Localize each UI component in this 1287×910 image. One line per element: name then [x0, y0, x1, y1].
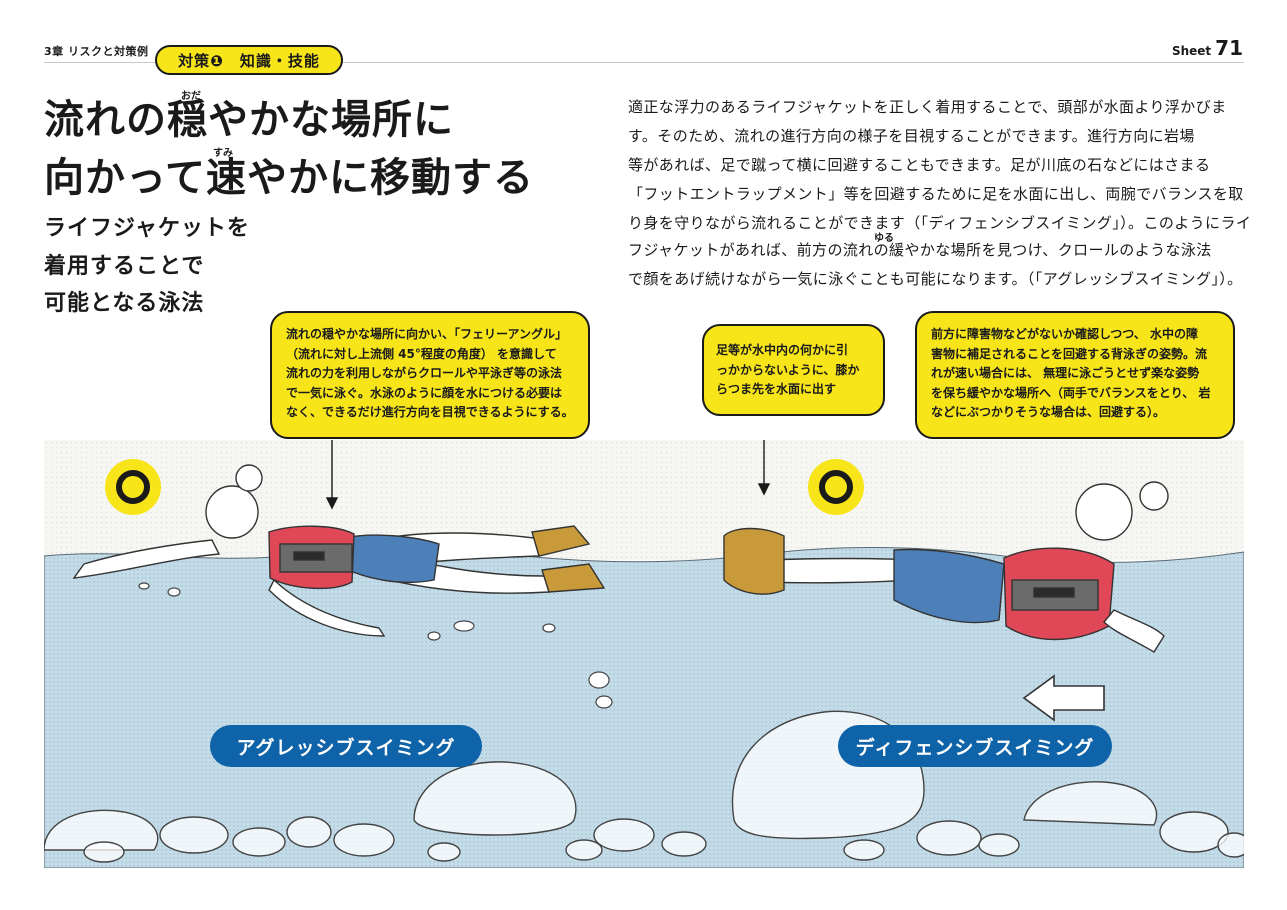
strategy-tag: 対策❶ 知識・技能	[155, 45, 343, 75]
callout-line: っかからないように、膝か	[716, 362, 860, 377]
body-text-line: り身を守りながら流れることができます（「ディフェンシブスイミング」）。このように…	[628, 214, 1252, 232]
sheet-number: Sheet 71	[1172, 36, 1243, 60]
body-text-line: 適正な浮力のあるライフジャケットを正しく着用することで、頭部が水面より浮かびま	[628, 98, 1227, 116]
sheet-page-number: 71	[1215, 36, 1243, 60]
body-text-line: 等があれば、足で蹴って横に回避することもできます。足が川底の石などにはさまる	[628, 156, 1211, 174]
callout-line: などにぶつかりそうな場合は、回避する）。	[931, 405, 1166, 419]
callout-line: なく、できるだけ進行方向を目視できるようにする。	[286, 405, 574, 419]
header-divider	[44, 62, 1244, 63]
feet-callout: 足等が水中内の何かに引 っかからないように、膝か らつま先を水面に出す	[702, 324, 885, 416]
aggressive-swimmer	[72, 464, 606, 637]
body-text-line: す。そのため、流れの進行方向の様子を目視することができます。進行方向に岩場	[628, 127, 1195, 145]
callout-line: 流れの力を利用しながらクロールや平泳ぎ等の泳法	[286, 366, 563, 380]
title-ruby-odayaka: おだ	[181, 91, 201, 102]
body-text-line: で顔をあげ続けながら一気に泳ぐことも可能になります。（「アグレッシブスイミング」…	[628, 270, 1243, 288]
body-text-line: フジャケットがあれば、前方の流れの緩やかな場所を見つけ、クロールのような泳法	[628, 241, 1212, 259]
defensive-swimming-label: ディフェンシブスイミング	[838, 725, 1112, 767]
callout-line: で一気に泳ぐ。水泳のように顔を水につける必要は	[286, 385, 563, 400]
pebbles	[138, 582, 613, 709]
ok-mark-icon	[105, 459, 161, 515]
chapter-label: 3章 リスクと対策例	[44, 45, 149, 58]
current-direction-arrow	[1022, 674, 1105, 722]
page-title-line-2: 向かって速やかに移動する	[44, 155, 534, 201]
callout-line: 足等が水中内の何かに引	[716, 343, 849, 357]
defensive-callout: 前方に障害物などがないか確認しつつ、 水中の障 害物に補足されることを回避する背…	[915, 311, 1235, 439]
aggressive-callout: 流れの穏やかな場所に向かい、「フェリーアングル」 （流れに対し上流側 45°程度…	[270, 311, 590, 439]
callout-line: らつま先を水面に出す	[716, 382, 837, 396]
callout-line: 害物に補足されることを回避する背泳ぎの姿勢。流	[931, 346, 1208, 361]
body-ruby-yuru: ゆる	[874, 233, 894, 244]
callout-line: 流れの穏やかな場所に向かい、「フェリーアングル」	[286, 327, 568, 341]
subtitle-line-2: 着用することで	[44, 254, 205, 279]
subtitle-line-3: 可能となる泳法	[44, 291, 205, 316]
subtitle-line-1: ライフジャケットを	[44, 216, 250, 241]
callout-line: れが速い場合には、 無理に泳ごうとせず楽な姿勢	[931, 366, 1200, 380]
page-title-line-1: 流れの穏やかな場所に	[44, 97, 454, 143]
callout-line: 前方に障害物などがないか確認しつつ、 水中の障	[931, 327, 1198, 341]
riverbed-rocks	[44, 710, 1244, 863]
callout-line: を保ち緩やかな場所へ（両手でバランスをとり、 岩	[931, 385, 1211, 400]
aggressive-swimming-label: アグレッシブスイミング	[210, 725, 482, 767]
sheet-label: Sheet	[1171, 44, 1212, 58]
body-text-line: 「フットエントラップメント」等を回避するために足を水面に出し、両腕でバランスを取	[628, 185, 1244, 203]
pointer-arrows	[325, 440, 771, 510]
river-illustration	[44, 440, 1244, 868]
defensive-swimmer	[723, 481, 1169, 653]
ok-mark-icon	[808, 459, 864, 515]
callout-line: （流れに対し上流側 45°程度の角度） を意識して	[286, 346, 557, 361]
title-ruby-sumi: すみ	[213, 148, 233, 159]
